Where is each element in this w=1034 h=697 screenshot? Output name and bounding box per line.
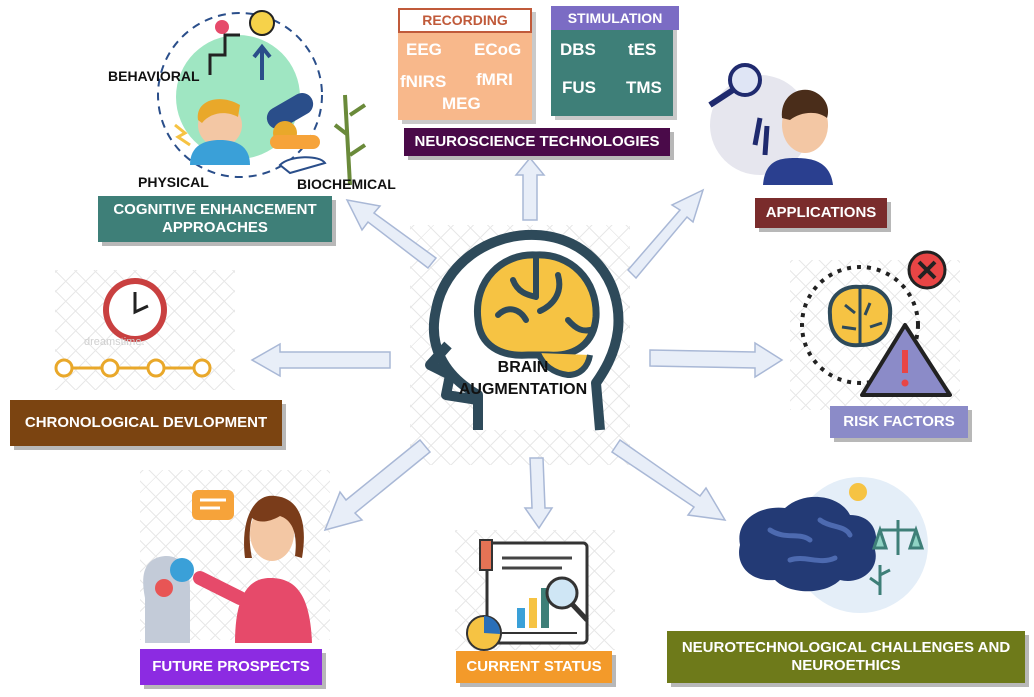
arrow-down-right [610, 438, 727, 521]
rec-eeg: EEG [406, 40, 442, 59]
current-status-label: CURRENT STATUS [456, 651, 612, 683]
recording-title: RECORDING [398, 8, 532, 33]
tag-behavioral: BEHAVIORAL [108, 68, 200, 84]
tag-biochemical: BIOCHEMICAL [297, 176, 396, 192]
applications-icon [708, 63, 833, 185]
risk-icon [800, 250, 952, 397]
cognitive-icon [157, 10, 367, 186]
rec-meg: MEG [442, 94, 481, 113]
rec-ecog: ECoG [474, 40, 522, 59]
neuroscience-label: NEUROSCIENCE TECHNOLOGIES [404, 128, 670, 156]
watermark: dreamstime. [84, 336, 145, 348]
stim-tms: TMS [626, 78, 662, 97]
challenges-line2: NEUROETHICS [791, 657, 901, 674]
chrono-label: CHRONOLOGICAL DEVLOPMENT [10, 400, 282, 446]
challenges-line1: NEUROTECHNOLOGICAL CHALLENGES AND [681, 639, 1011, 656]
future-label: FUTURE PROSPECTS [140, 649, 322, 685]
center-title-line1: BRAIN [497, 359, 549, 376]
applications-label: APPLICATIONS [755, 198, 887, 228]
arrow-up-right [626, 188, 705, 280]
arrow-down-left [323, 438, 432, 532]
timeline-clock-icon [54, 278, 212, 378]
cognitive-line2: APPROACHES [162, 219, 268, 236]
head-brain-icon [425, 229, 624, 431]
center-title-line2: AUGMENTATION [458, 380, 588, 398]
arrow-up-left [345, 198, 438, 270]
center-title: BRAIN AUGMENTATION [448, 357, 598, 400]
neuroethics-icon [739, 477, 928, 613]
stim-dbs: DBS [560, 40, 596, 59]
arrow-down [523, 457, 554, 530]
future-icon [143, 490, 312, 643]
arrow-left [250, 342, 391, 378]
challenges-label: NEUROTECHNOLOGICAL CHALLENGES AND NEUROE… [667, 631, 1025, 683]
tag-physical: PHYSICAL [138, 174, 209, 190]
cognitive-label: COGNITIVE ENHANCEMENT APPROACHES [98, 196, 332, 242]
cognitive-line1: COGNITIVE ENHANCEMENT [113, 201, 317, 218]
rec-fmri: fMRI [476, 70, 513, 89]
rec-fnirs: fNIRS [400, 72, 447, 91]
risk-label: RISK FACTORS [830, 406, 968, 438]
stim-fus: FUS [562, 78, 596, 97]
report-chart-icon [466, 539, 589, 651]
arrow-right [649, 341, 784, 379]
arrow-up [514, 156, 546, 221]
stim-tes: tES [628, 40, 657, 59]
stimulation-title: STIMULATION [551, 6, 679, 30]
